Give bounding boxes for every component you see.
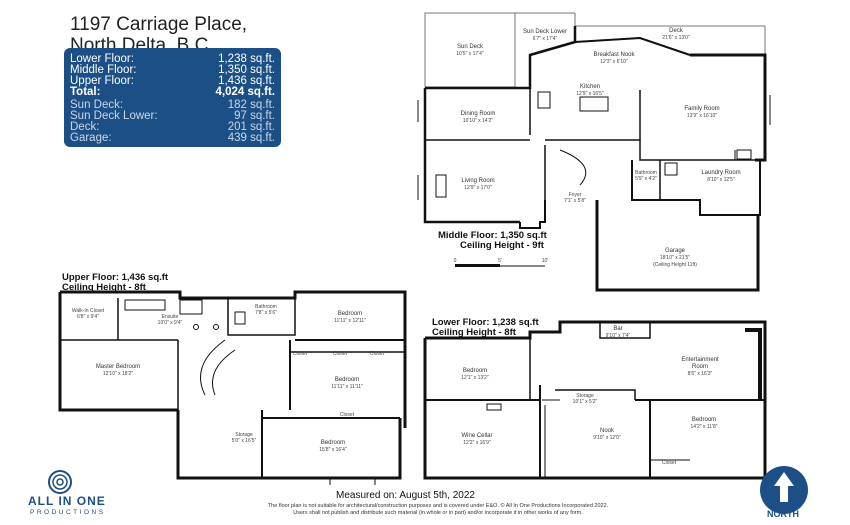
mf-family-dims: 13'9" x 16'10" xyxy=(687,113,717,119)
uf-bed1-name: Bedroom xyxy=(338,311,362,317)
lf-bed2-dims: 14'2" x 11'8" xyxy=(690,424,717,430)
upper-floor-plan xyxy=(58,290,407,485)
mf-sundeck-name: Sun Deck xyxy=(457,44,484,50)
address-line1: 1197 Carriage Place, xyxy=(70,14,248,35)
uf-storage-name: Storage xyxy=(235,432,253,438)
mf-sundeck-lower-name: Sun Deck Lower xyxy=(523,29,567,35)
lower-floor-labels: Bar 9'10" x 7'4" Bedroom 12'1" x 13'2" E… xyxy=(461,326,719,466)
lf-closet: Closet xyxy=(662,460,677,466)
uf-ensuite-name: Ensuite xyxy=(162,314,179,320)
uf-walkin-dims: 6'8" x 9'4" xyxy=(77,314,99,320)
north-arrow-icon xyxy=(760,466,808,514)
uf-bed3-name: Bedroom xyxy=(321,440,345,446)
mf-dining-name: Dining Room xyxy=(461,111,496,117)
lf-bar-name: Bar xyxy=(613,326,622,332)
mf-kitchen-name: Kitchen xyxy=(580,84,600,90)
scale-label-0: 0 xyxy=(454,258,457,264)
lf-bed1-name: Bedroom xyxy=(463,368,487,374)
uf-bed2-dims: 11'11" x 11'11" xyxy=(331,384,363,390)
lf-storage-name: Storage xyxy=(576,393,594,399)
lf-wine-name: Wine Cellar xyxy=(461,433,492,439)
lf-storage-dims: 10'1" x 5'2" xyxy=(573,399,598,405)
mf-living-name: Living Room xyxy=(461,178,494,184)
mf-kitchen-dims: 12'9" x 16'5" xyxy=(576,91,604,97)
lower-floor-heading: Lower Floor: 1,238 sq.ft Ceiling Height … xyxy=(432,317,539,338)
uf-storage-dims: 5'0" x 16'5" xyxy=(232,438,257,444)
mf-sundeck-dims: 10'5" x 17'4" xyxy=(456,51,484,57)
lf-bed1-dims: 12'1" x 13'2" xyxy=(461,375,489,381)
uf-closet-1: Closet xyxy=(293,351,308,357)
mf-living-dims: 12'9" x 17'0" xyxy=(464,185,492,191)
middle-floor-heading: Middle Floor: 1,350 sq.ft Ceiling Height… xyxy=(438,230,547,251)
lf-ent-name: Entertainment xyxy=(681,357,719,363)
lf-nook-name: Nook xyxy=(600,428,615,434)
upper-floor-heading: Upper Floor: 1,436 sq.ft Ceiling Height … xyxy=(62,272,169,293)
uf-closet-3: Closet xyxy=(370,351,385,357)
lf-ent-name2: Room xyxy=(692,364,708,370)
lf-bed2-name: Bedroom xyxy=(692,417,716,423)
lf-wine-dims: 12'2" x 16'9" xyxy=(463,440,491,446)
logo-subtitle: PRODUCTIONS xyxy=(30,509,106,516)
logo-wordmark: ALL IN ONE xyxy=(28,494,106,508)
lower-floor-plan xyxy=(423,320,767,480)
scale-label-5: 5' xyxy=(498,258,502,264)
mf-family-name: Family Room xyxy=(684,106,719,112)
mf-deck-dims: 21'6" x 13'0" xyxy=(662,35,690,41)
uf-bed3-dims: 15'8" x 16'4" xyxy=(319,447,347,453)
disclaimer: The floor plan is not suitable for archi… xyxy=(267,503,609,516)
mf-bath-name: Bathroom xyxy=(635,170,657,176)
area-summary-box: Lower Floor:1,238 sq.ft. Middle Floor:1,… xyxy=(64,48,281,147)
measured-date: Measured on: August 5th, 2022 xyxy=(336,490,475,501)
mf-garage-dims: 18'10" x 21'5" xyxy=(660,255,690,261)
uf-bath-dims: 7'8" x 5'6" xyxy=(255,310,277,316)
mf-nook-name: Breakfast Nook xyxy=(593,52,635,58)
middle-floor-plan xyxy=(417,12,771,292)
lf-ent-dims: 8'6" x 16'3" xyxy=(688,371,713,377)
middle-floor-labels: Sun Deck 10'5" x 17'4" Sun Deck Lower 6'… xyxy=(456,28,740,268)
uf-ensuite-dims: 10'0" x 9'4" xyxy=(158,320,183,326)
uf-closet-2: Closet xyxy=(333,351,348,357)
mf-dining-dims: 10'10" x 14'2" xyxy=(463,118,493,124)
lf-bar-dims: 9'10" x 7'4" xyxy=(606,333,631,339)
mf-garage-name: Garage xyxy=(665,248,686,254)
mf-sundeck-lower-dims: 6'7" x 17'4" xyxy=(533,36,558,42)
mf-laundry-dims: 8'10" x 12'5" xyxy=(707,177,735,183)
mf-laundry-name: Laundry Room xyxy=(701,170,740,176)
scale-label-10: 10' xyxy=(542,258,549,264)
uf-bath-name: Bathroom xyxy=(255,304,277,310)
uf-closet-4: Closet xyxy=(340,412,355,418)
uf-walkin-name: Walk-In Closet xyxy=(72,308,105,314)
mf-foyer-dims: 7'1" x 5'8" xyxy=(564,198,586,204)
mf-nook-dims: 12'3" x 6'10" xyxy=(600,59,628,65)
lf-nook-dims: 9'10" x 12'0" xyxy=(593,435,621,441)
mf-foyer-name: Foyer xyxy=(569,192,582,198)
north-label: NORTH xyxy=(767,509,799,519)
company-logo-icon xyxy=(48,470,72,494)
mf-deck-name: Deck xyxy=(669,28,684,34)
upper-floor-labels: Walk-In Closet 6'8" x 9'4" Ensuite 10'0"… xyxy=(72,304,385,453)
uf-master-name: Master Bedroom xyxy=(96,364,140,370)
uf-bed2-name: Bedroom xyxy=(335,377,359,383)
uf-master-dims: 12'10" x 18'2" xyxy=(103,371,133,377)
uf-bed1-dims: 11'11" x 12'11" xyxy=(334,318,366,324)
scale-bar: 0 5' 10' xyxy=(454,258,549,267)
mf-garage-note: (Ceiling Height 11ft) xyxy=(653,262,697,268)
mf-bath-dims: 5'9" x 4'2" xyxy=(635,176,657,182)
